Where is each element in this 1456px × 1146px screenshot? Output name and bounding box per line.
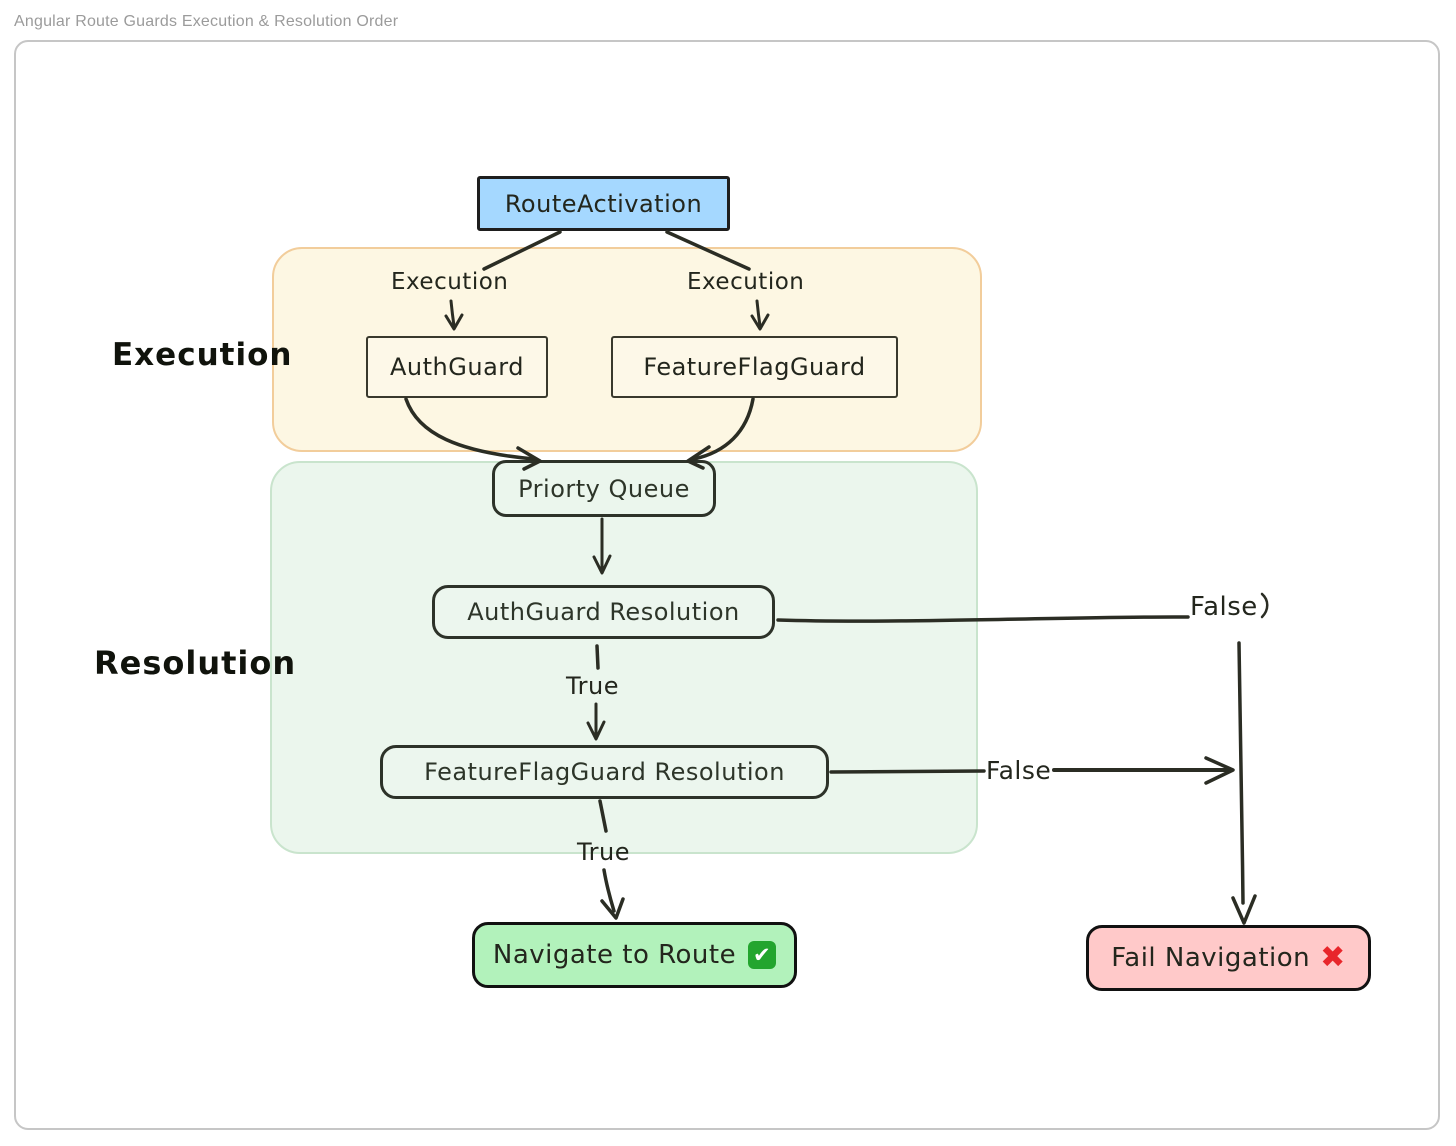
edge-label-execution-right: Execution	[687, 269, 805, 295]
node-feature-flag-guard: FeatureFlagGuard	[611, 336, 898, 398]
node-auth-guard: AuthGuard	[366, 336, 548, 398]
node-priority-queue: Priorty Queue	[492, 460, 716, 517]
node-fail-navigation-label: Fail Navigation	[1111, 943, 1311, 973]
node-fail-navigation: Fail Navigation	[1086, 925, 1371, 991]
edge-label-authguard-true: True	[566, 672, 619, 700]
node-route-activation: RouteActivation	[477, 176, 730, 231]
node-feature-flag-guard-resolution: FeatureFlagGuard Resolution	[380, 745, 829, 799]
edge-label-featureflagguard-true: True	[577, 838, 630, 866]
edge-label-execution-left: Execution	[391, 269, 509, 295]
node-auth-guard-label: AuthGuard	[390, 353, 524, 381]
edge-label-featureflagguard-false: False	[986, 756, 1052, 785]
node-feature-flag-guard-resolution-label: FeatureFlagGuard Resolution	[424, 758, 785, 786]
node-navigate-to-route: Navigate to Route	[472, 922, 797, 988]
node-route-activation-label: RouteActivation	[504, 189, 703, 218]
node-feature-flag-guard-label: FeatureFlagGuard	[643, 353, 866, 381]
cross-icon	[1320, 943, 1346, 973]
resolution-section-label: Resolution	[94, 644, 297, 682]
node-auth-guard-resolution: AuthGuard Resolution	[432, 585, 775, 639]
node-navigate-to-route-label: Navigate to Route	[492, 940, 737, 970]
check-icon	[748, 941, 777, 969]
page-title: Angular Route Guards Execution & Resolut…	[14, 13, 399, 30]
execution-section-label: Execution	[112, 337, 293, 373]
edge-label-authguard-false: False	[1190, 592, 1258, 622]
node-priority-queue-label: Priorty Queue	[518, 474, 690, 503]
node-auth-guard-resolution-label: AuthGuard Resolution	[467, 598, 740, 626]
